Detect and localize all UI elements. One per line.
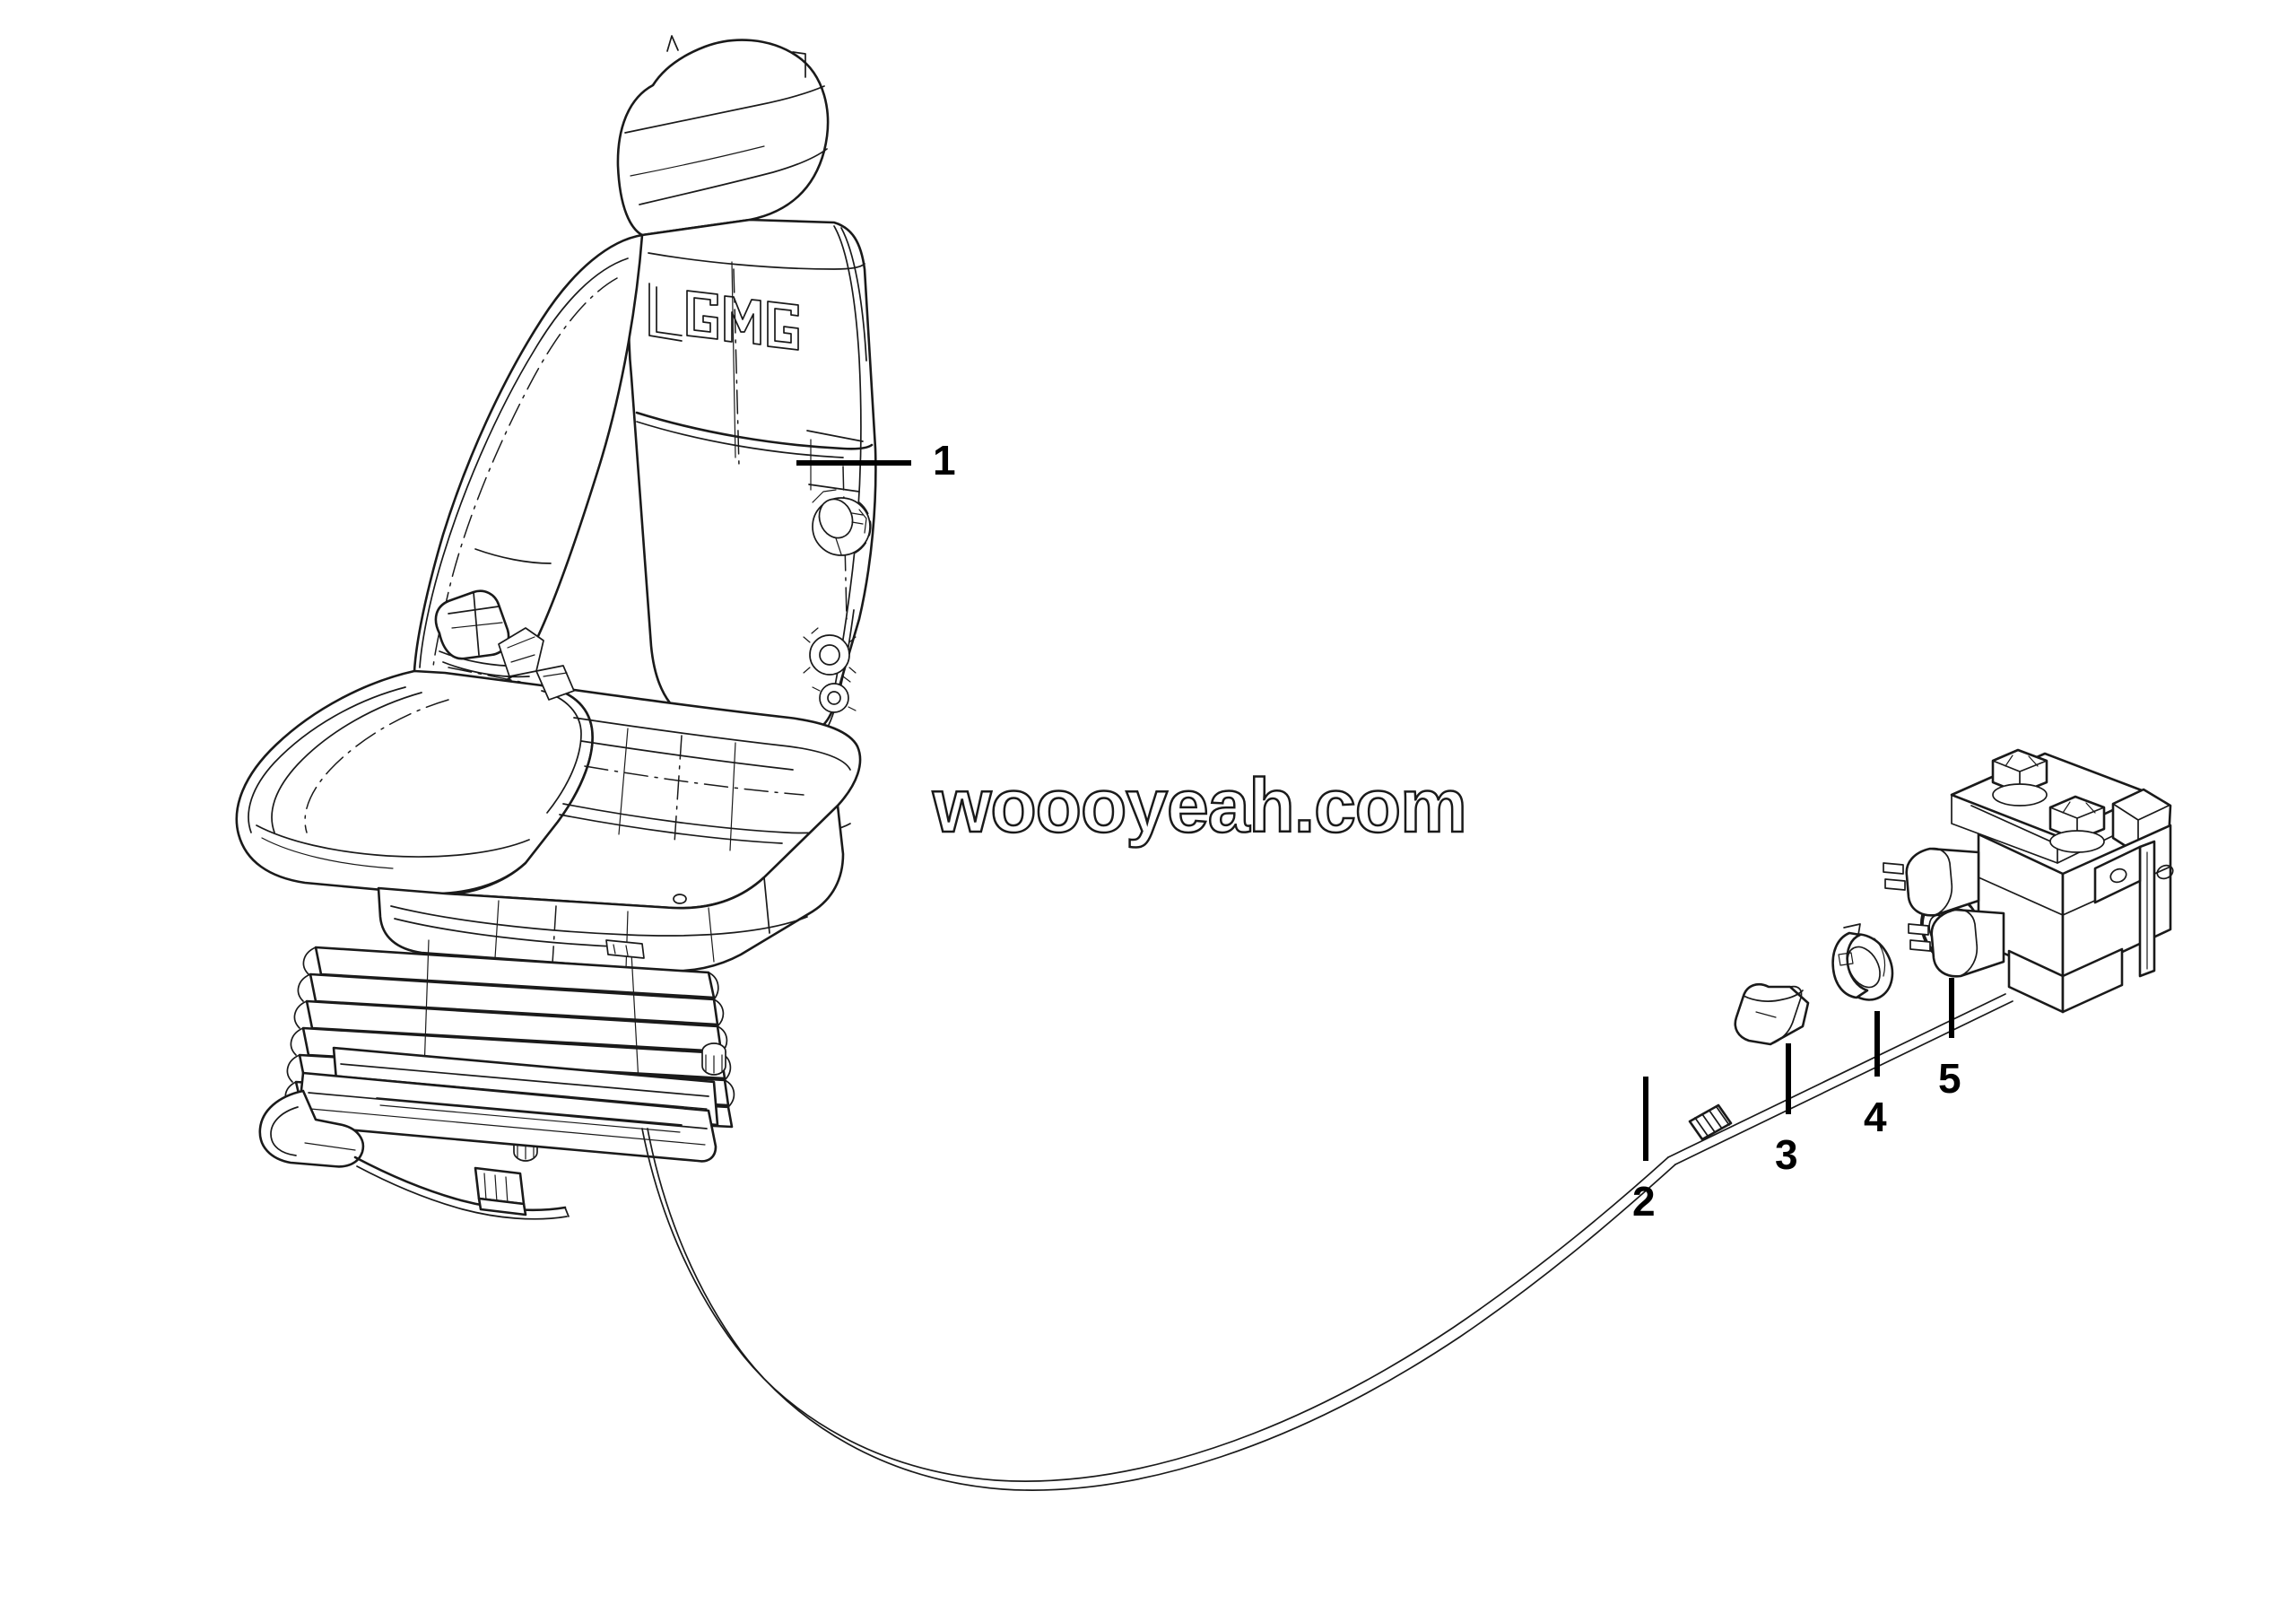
recliner-knob — [812, 489, 872, 556]
seat-adjust-lever — [605, 939, 645, 959]
valve-spool-ports — [1883, 847, 2005, 978]
valve-bolt-b — [2048, 795, 2106, 853]
headrest — [616, 35, 830, 237]
hydraulic-valve-block — [1883, 748, 2174, 1014]
hex-fitting-nut — [1734, 983, 1810, 1046]
seat-back-bracket — [498, 627, 575, 701]
callout-label-5: 5 — [1938, 1055, 1961, 1102]
cushion-side-hole — [673, 894, 687, 904]
callout-label-3: 3 — [1775, 1131, 1798, 1178]
recliner-hinge — [803, 627, 857, 713]
callout-leaders — [796, 460, 1954, 1161]
valve-bolt-a — [1991, 748, 2048, 807]
watermark-text: woooyeah.com — [932, 763, 1468, 850]
armrest — [434, 589, 510, 660]
cable-ferrule — [1688, 1103, 1733, 1141]
seat-assembly-drawing — [235, 35, 877, 1220]
control-cable — [641, 993, 2013, 1491]
backrest — [627, 218, 877, 737]
lgmg-logo — [648, 283, 799, 351]
callout-label-2: 2 — [1632, 1178, 1656, 1225]
callout-label-4: 4 — [1864, 1094, 1887, 1140]
slide-rail-base — [258, 1042, 726, 1220]
seat-cushion — [235, 669, 862, 972]
split-retaining-ring — [1831, 923, 1894, 1001]
callout-label-1: 1 — [933, 437, 956, 484]
